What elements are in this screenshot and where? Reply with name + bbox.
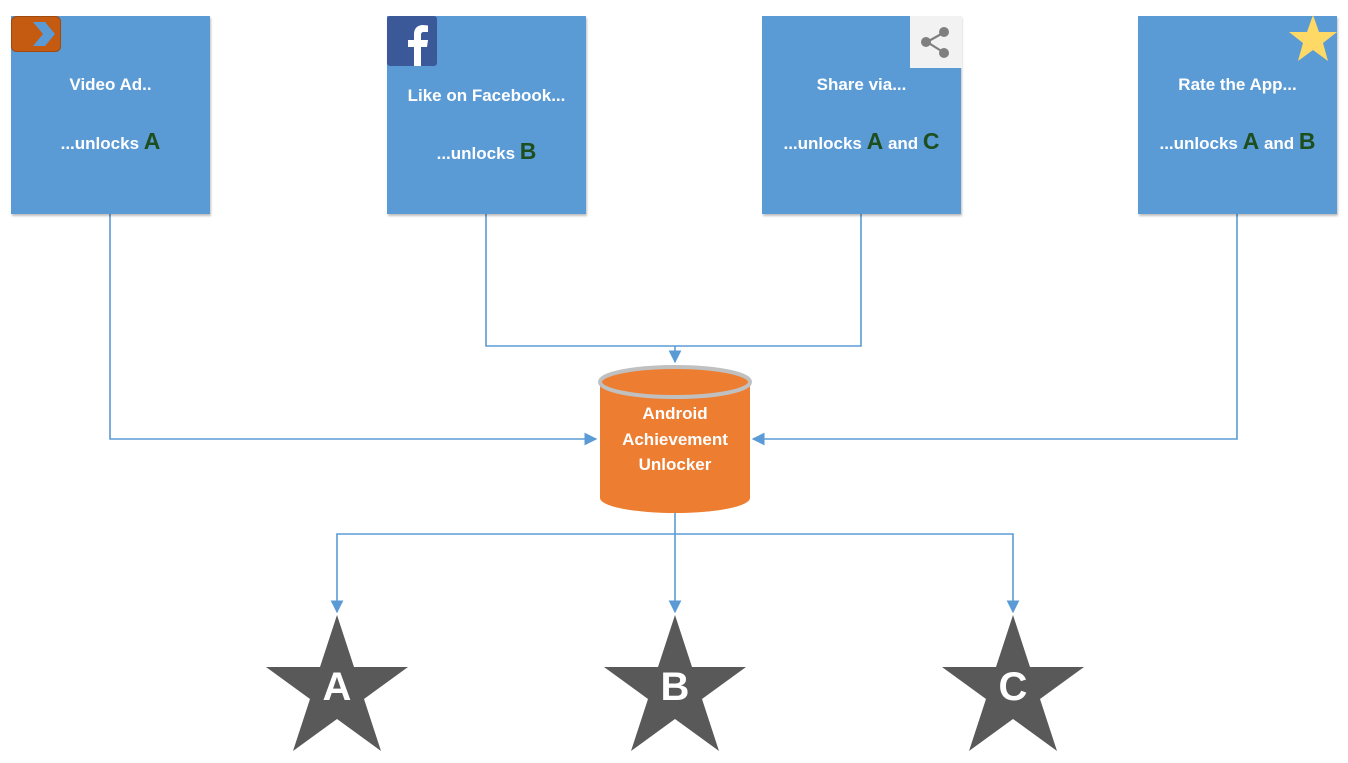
share-box: Share via... ...unlocks A and C xyxy=(762,16,961,214)
connector-rate xyxy=(751,214,1238,446)
hub-label-line: Unlocker xyxy=(638,455,712,474)
star-shape xyxy=(604,615,746,751)
unlock-prefix: ...unlocks xyxy=(436,144,520,163)
box-unlock-text: ...unlocks B xyxy=(387,138,586,165)
achievement-star-a: A xyxy=(266,615,408,751)
connector-to-a xyxy=(330,533,675,614)
connector-share xyxy=(675,214,862,347)
star-shape xyxy=(942,615,1084,751)
box-title: Like on Facebook... xyxy=(407,86,566,105)
play-arrow-icon xyxy=(11,16,61,52)
share-icon xyxy=(910,16,962,68)
achievement-star-c: C xyxy=(942,615,1084,751)
box-unlock-text: ...unlocks A and B xyxy=(1138,128,1337,155)
unlock-conjunction: and xyxy=(883,134,923,153)
achievement-letter: A xyxy=(1242,128,1260,154)
box-unlock-text: ...unlocks A xyxy=(11,128,210,155)
unlock-conjunction: and xyxy=(1259,134,1299,153)
achievement-letter: A xyxy=(143,128,161,154)
unlock-prefix: ...unlocks xyxy=(783,134,867,153)
achievement-letter: B xyxy=(1298,128,1316,154)
box-unlock-text: ...unlocks A and C xyxy=(762,128,961,155)
achievement-star-b: B xyxy=(604,615,746,751)
hub-label-line: Android xyxy=(642,404,708,423)
unlock-prefix: ...unlocks xyxy=(1159,134,1243,153)
achievement-label: C xyxy=(998,665,1028,709)
facebook-icon xyxy=(387,16,437,66)
box-title: Rate the App... xyxy=(1178,75,1297,94)
star-icon xyxy=(1289,15,1337,61)
hub-label: Android Achievement Unlocker xyxy=(600,401,750,478)
unlock-prefix: ...unlocks xyxy=(60,134,144,153)
achievement-label: B xyxy=(660,665,690,709)
connector-to-c xyxy=(675,533,1020,614)
achievement-letter: A xyxy=(866,128,884,154)
achievement-label: A xyxy=(322,665,352,709)
achievement-unlocker-cylinder xyxy=(598,365,752,513)
achievement-letter: C xyxy=(922,128,940,154)
star-shape xyxy=(266,615,408,751)
connector-video-ad xyxy=(109,214,598,446)
achievement-letter: B xyxy=(519,138,537,164)
connector-facebook xyxy=(485,214,675,347)
box-title: Share via... xyxy=(816,75,907,94)
hub-label-line: Achievement xyxy=(622,429,728,449)
box-title: Video Ad.. xyxy=(69,75,152,94)
